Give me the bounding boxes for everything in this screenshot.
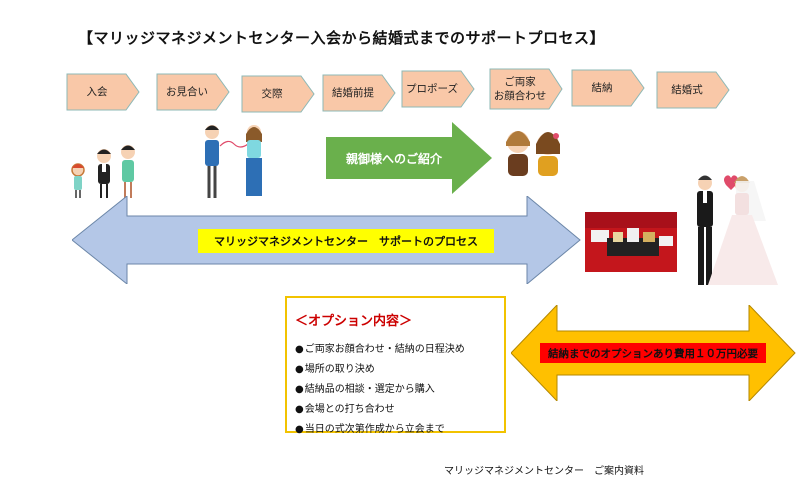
families-meeting-illustration	[506, 131, 560, 176]
step-chevron-shape	[156, 73, 230, 111]
bullet-icon: ●	[295, 364, 304, 375]
step-label-line: ご両家	[504, 75, 536, 88]
page-title: 【マリッジマネジメントセンター入会から結婚式までのサポートプロセス】	[78, 29, 606, 47]
option-item-text: 会場との打ち合わせ	[304, 404, 395, 415]
step-label: 結納	[592, 81, 625, 95]
option-item-text: 当日の式次第作成から立会まで	[304, 424, 445, 435]
options-box: ＜オプション内容＞ ●ご両家お顔合わせ・結納の日程決め●場所の取り決め●結納品の…	[285, 296, 506, 435]
option-item: ●場所の取り決め	[295, 360, 496, 375]
option-item: ●会場との打ち合わせ	[295, 400, 496, 415]
family-illustration	[71, 145, 135, 198]
step-label-line: 交際	[261, 87, 283, 100]
process-step: プロポーズ	[401, 70, 475, 108]
option-item-text: 場所の取り決め	[304, 364, 375, 375]
process-step: ご両家お顔合わせ	[489, 68, 563, 110]
step-label-line: お顔合わせ	[493, 90, 547, 102]
step-label: 結婚式	[671, 83, 715, 97]
process-step: 入会	[66, 73, 140, 111]
option-item-text: ご両家お顔合わせ・結納の日程決め	[304, 344, 465, 355]
process-step: 結婚式	[656, 71, 730, 109]
step-chevron-shape	[656, 71, 730, 109]
step-label-line: 結婚式	[671, 83, 703, 96]
step-label: ご両家お顔合わせ	[494, 75, 559, 103]
step-chevron-shape	[66, 73, 140, 111]
wedding-couple-illustration	[697, 175, 778, 285]
step-chevron-shape	[241, 75, 315, 113]
bullet-icon: ●	[295, 344, 304, 355]
process-step: お見合い	[156, 73, 230, 111]
parent-intro-label: 親御様へのご紹介	[345, 151, 442, 166]
process-step: 結納	[571, 69, 645, 107]
bullet-icon: ●	[295, 384, 304, 395]
footer-note: マリッジマネジメントセンター ご案内資料	[444, 466, 644, 477]
step-label-line: プロポーズ	[406, 82, 458, 95]
step-label-line: 結納	[591, 81, 613, 94]
option-item: ●ご両家お顔合わせ・結納の日程決め	[295, 340, 496, 355]
process-step: 結婚前提	[322, 74, 396, 112]
parent-intro-arrow	[326, 122, 492, 194]
step-label: 交際	[262, 87, 295, 101]
support-process-label: マリッジマネジメントセンター サポートのプロセス	[198, 229, 494, 253]
step-label: お見合い	[166, 85, 220, 99]
step-chevron-shape	[489, 68, 563, 110]
options-list: ●ご両家お顔合わせ・結納の日程決め●場所の取り決め●結納品の相談・選定から購入●…	[295, 340, 496, 435]
step-label-line: 結婚前提	[332, 86, 374, 99]
bullet-icon: ●	[295, 424, 304, 435]
bullet-icon: ●	[295, 404, 304, 415]
step-chevron-shape	[571, 69, 645, 107]
option-item: ●当日の式次第作成から立会まで	[295, 420, 496, 435]
step-chevron-shape	[322, 74, 396, 112]
step-label-line: お見合い	[166, 85, 208, 98]
option-item-text: 結納品の相談・選定から購入	[304, 384, 435, 395]
step-chevron-shape	[401, 70, 475, 108]
process-step: 交際	[241, 75, 315, 113]
step-label: 入会	[87, 85, 120, 99]
step-label: 結婚前提	[332, 86, 386, 100]
option-item: ●結納品の相談・選定から購入	[295, 380, 496, 395]
fee-label: 結納までのオプションあり費用１０万円必要	[540, 343, 766, 363]
options-title: ＜オプション内容＞	[295, 314, 413, 329]
step-label-line: 入会	[86, 85, 108, 98]
step-label: プロポーズ	[406, 82, 470, 96]
yuino-photo	[585, 212, 677, 272]
couple-illustration	[205, 125, 262, 198]
